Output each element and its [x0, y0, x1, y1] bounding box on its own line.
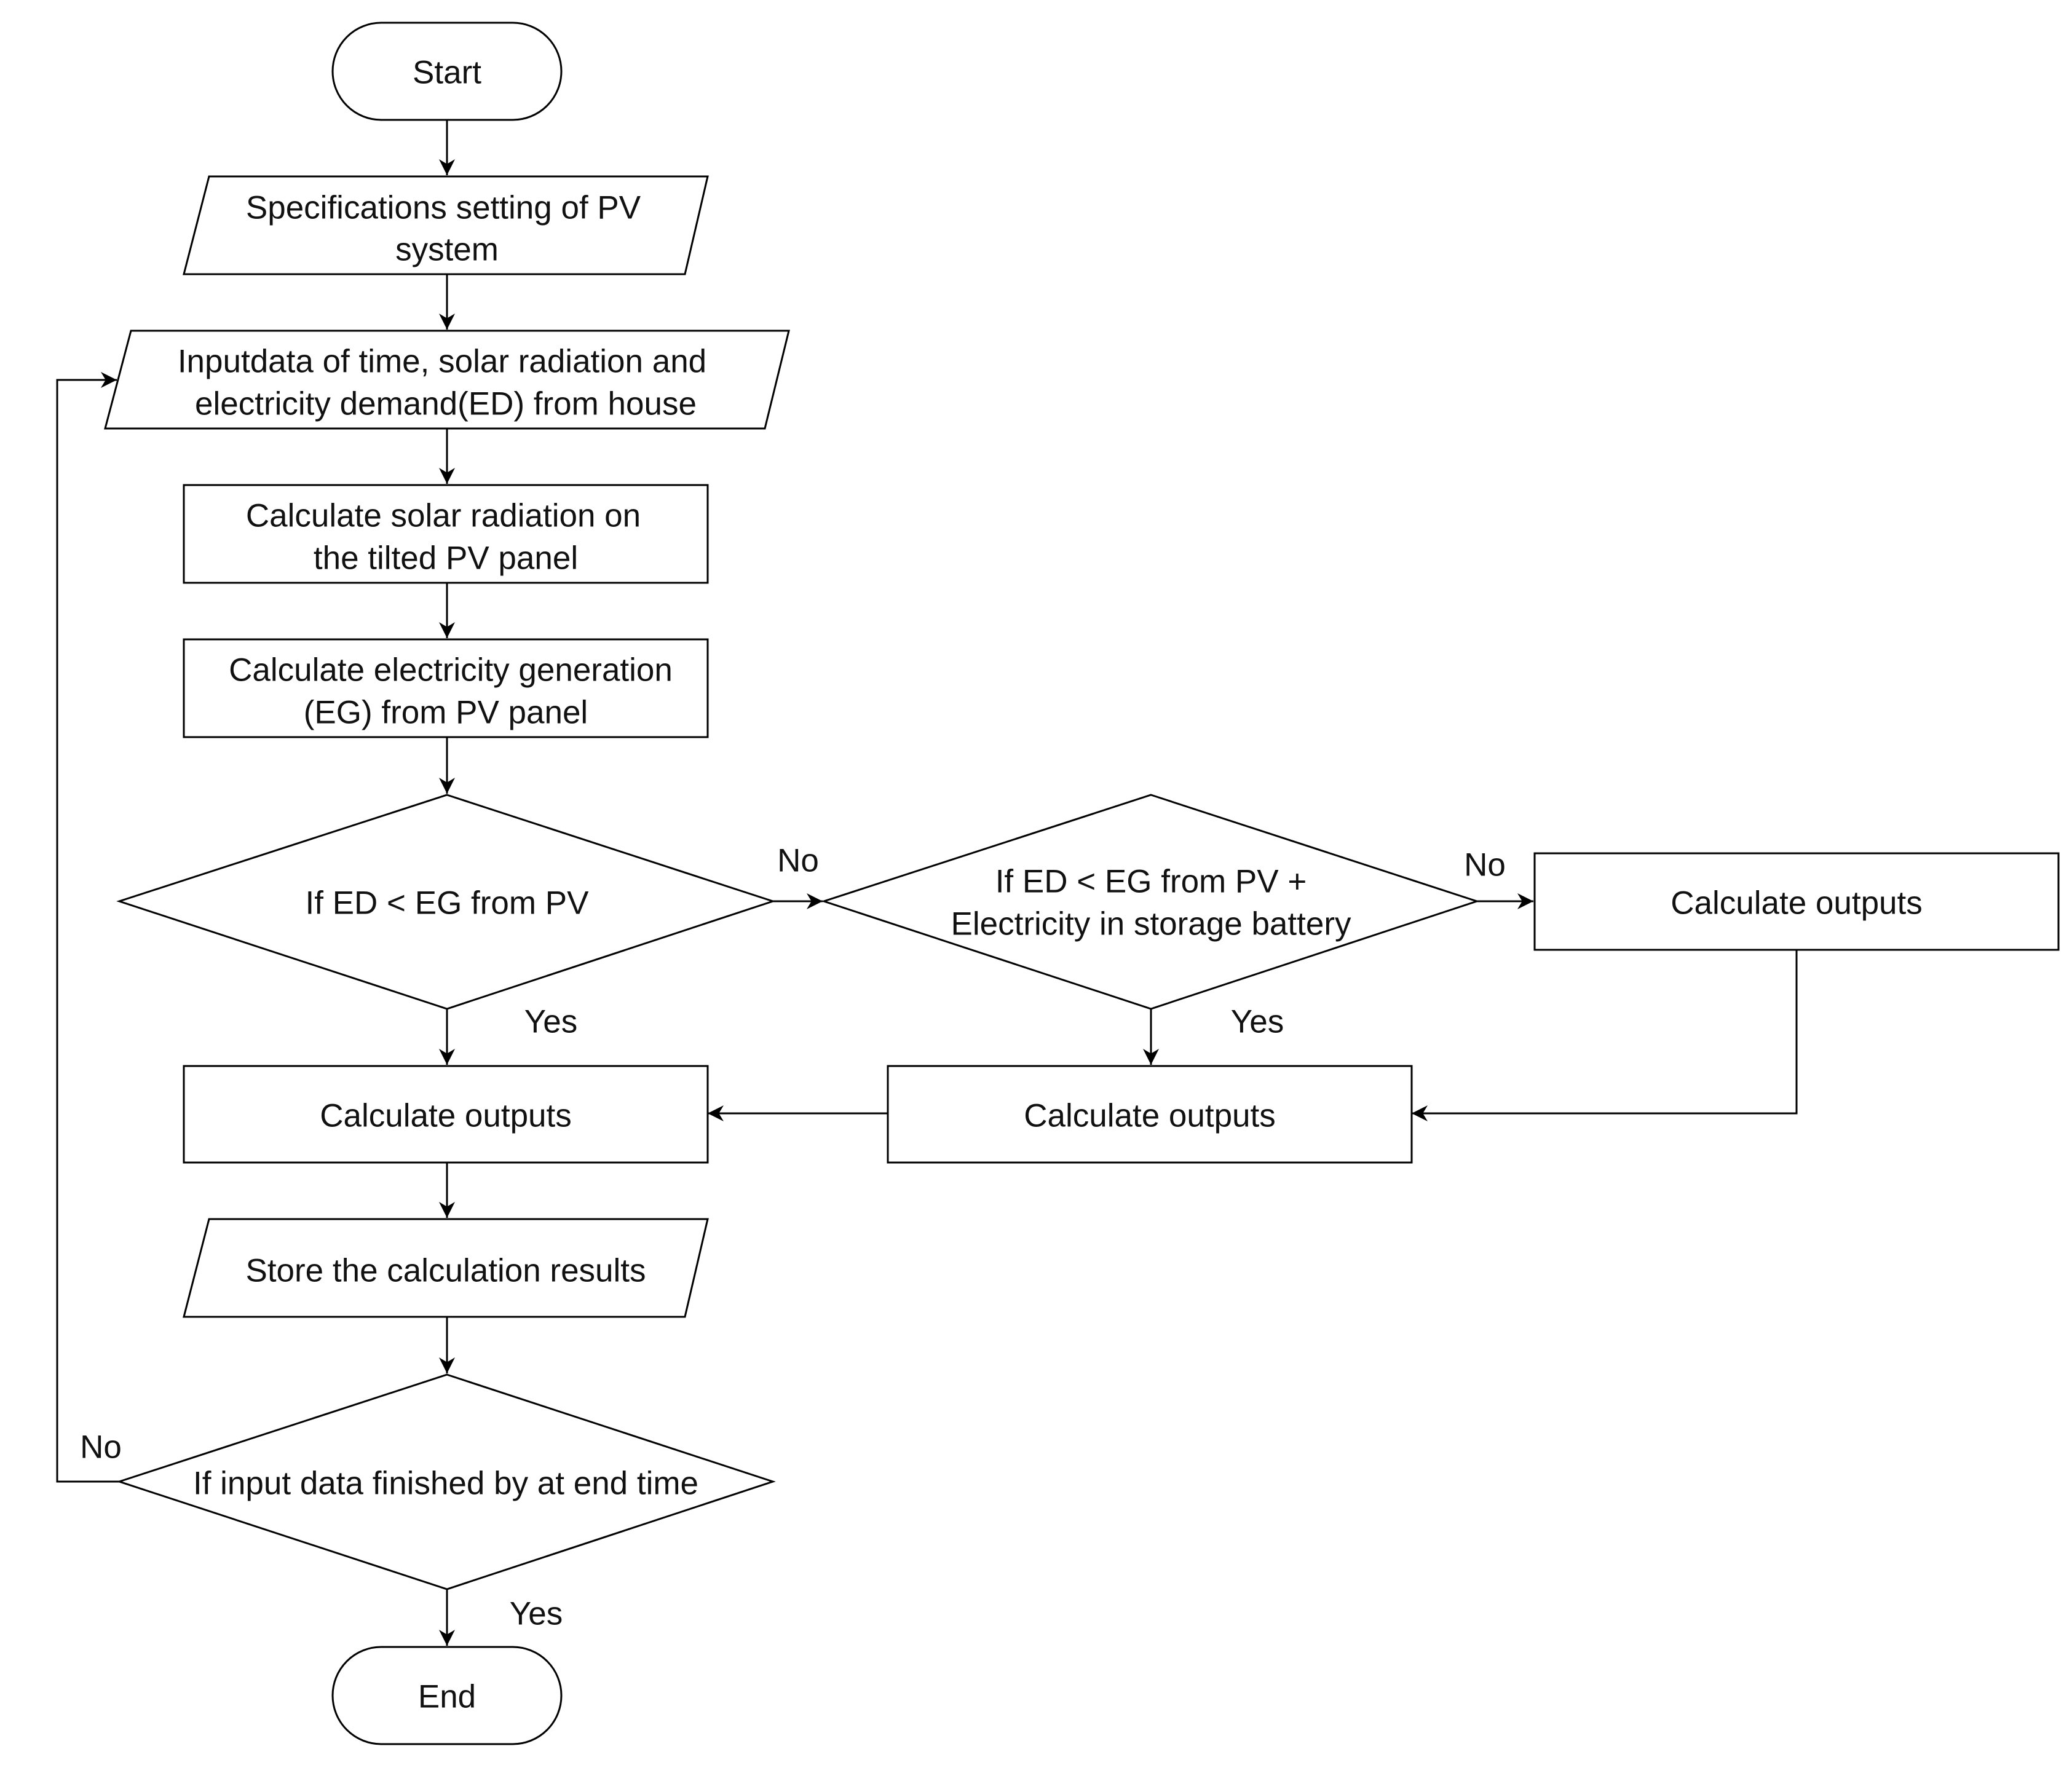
calc-radiation-label-line-1: Calculate solar radiation on	[246, 498, 641, 534]
outputs-middle-box	[887, 1065, 1413, 1164]
store-label: Store the calculation results	[245, 1253, 646, 1289]
decision-end-no-label: No	[80, 1429, 122, 1466]
decision-end-diamond	[116, 1373, 776, 1590]
connector-outputs-right-to-middle	[1412, 950, 1798, 1121]
node-calc-generation: Calculate electricity generation (EG) fr…	[183, 638, 709, 738]
calc-radiation-box	[183, 484, 709, 584]
calc-generation-label-line-1: Calculate electricity generation	[229, 652, 673, 689]
decision-pv-yes-label: Yes	[524, 1004, 577, 1040]
calc-generation-box	[183, 638, 709, 738]
node-decision-end: If input data finished by at end time	[116, 1373, 776, 1590]
end-label: End	[418, 1679, 476, 1715]
decision-battery-diamond	[821, 794, 1480, 1010]
outputs-left-label: Calculate outputs	[320, 1098, 572, 1134]
node-specs: Specifications setting of PV system	[183, 175, 709, 275]
store-parallelogram	[183, 1218, 709, 1318]
node-start: Start	[331, 22, 563, 121]
start-terminator	[331, 22, 563, 121]
node-outputs-left: Calculate outputs	[183, 1065, 709, 1164]
decision-battery-label-line-1: If ED < EG from PV +	[995, 864, 1307, 900]
specs-label-line-2: system	[395, 232, 499, 268]
input-label-line-1: Inputdata of time, solar radiation and	[178, 344, 706, 380]
node-calc-radiation: Calculate solar radiation on the tilted …	[183, 484, 709, 584]
decision-pv-no-label: No	[777, 843, 819, 879]
node-decision-battery: If ED < EG from PV + Electricity in stor…	[821, 794, 1480, 1010]
decision-battery-label-line-2: Electricity in storage battery	[951, 906, 1351, 942]
connectors	[56, 120, 1798, 1646]
decision-pv-label: If ED < EG from PV	[306, 885, 590, 922]
node-decision-pv: If ED < EG from PV	[116, 794, 776, 1010]
specs-parallelogram	[183, 175, 709, 275]
decision-end-yes-label: Yes	[510, 1596, 563, 1632]
decision-battery-yes-label: Yes	[1231, 1004, 1284, 1040]
decision-battery-no-label: No	[1464, 847, 1506, 883]
specs-label-line-1: Specifications setting of PV	[246, 190, 641, 226]
start-label: Start	[413, 55, 481, 91]
input-label-line-2: electricity demand(ED) from house	[195, 386, 697, 422]
calc-generation-label-line-2: (EG) from PV panel	[304, 695, 588, 731]
outputs-right-label: Calculate outputs	[1671, 885, 1923, 922]
node-outputs-right: Calculate outputs	[1533, 852, 2060, 951]
node-outputs-middle: Calculate outputs	[887, 1065, 1413, 1164]
outputs-left-box	[183, 1065, 709, 1164]
decision-pv-diamond	[116, 794, 776, 1010]
outputs-middle-label: Calculate outputs	[1024, 1098, 1276, 1134]
input-parallelogram	[104, 330, 790, 430]
node-input: Inputdata of time, solar radiation and e…	[104, 330, 790, 430]
outputs-right-box	[1533, 852, 2060, 951]
node-end: End	[331, 1646, 563, 1745]
calc-radiation-label-line-2: the tilted PV panel	[314, 540, 578, 577]
end-terminator	[331, 1646, 563, 1745]
connector-decision-end-no-loop	[56, 372, 119, 1483]
edge-labels: No Yes No Yes No Yes	[80, 843, 1506, 1632]
decision-end-label: If input data finished by at end time	[193, 1466, 698, 1502]
node-store: Store the calculation results	[183, 1218, 709, 1318]
